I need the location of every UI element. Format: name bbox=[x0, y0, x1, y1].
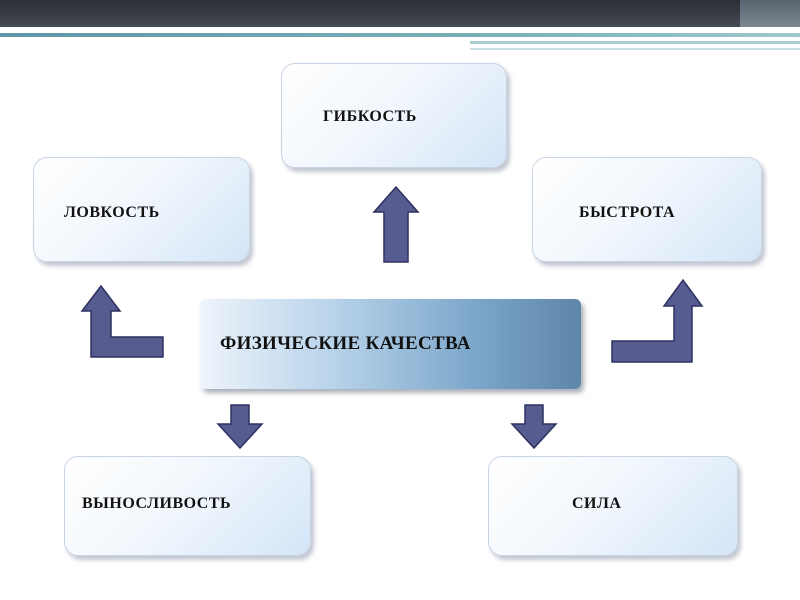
arrow-bent-up-left-icon bbox=[80, 284, 164, 358]
arrow-bent-up-right-icon bbox=[611, 278, 704, 363]
arrow-down-icon bbox=[216, 404, 264, 450]
node-label: ВЫНОСЛИВОСТЬ bbox=[82, 495, 232, 512]
header-accent bbox=[740, 0, 800, 27]
node-label: БЫСТРОТА bbox=[579, 204, 676, 221]
header-bar bbox=[0, 0, 800, 27]
node-label: ЛОВКОСТЬ bbox=[64, 204, 160, 221]
node-agility: ЛОВКОСТЬ bbox=[33, 157, 250, 262]
center-node: ФИЗИЧЕСКИЕ КАЧЕСТВА bbox=[200, 299, 581, 389]
header-line bbox=[470, 41, 800, 44]
node-label: СИЛА bbox=[572, 495, 622, 512]
node-flexibility: ГИБКОСТЬ bbox=[281, 63, 507, 168]
center-label: ФИЗИЧЕСКИЕ КАЧЕСТВА bbox=[220, 333, 471, 354]
node-label: ГИБКОСТЬ bbox=[323, 108, 417, 125]
node-speed: БЫСТРОТА bbox=[532, 157, 762, 262]
node-strength: СИЛА bbox=[488, 456, 738, 556]
arrow-up-icon bbox=[372, 185, 420, 263]
header-line bbox=[470, 48, 800, 50]
header-line bbox=[0, 33, 800, 37]
node-endurance: ВЫНОСЛИВОСТЬ bbox=[64, 456, 311, 556]
arrow-down-icon bbox=[510, 404, 558, 450]
